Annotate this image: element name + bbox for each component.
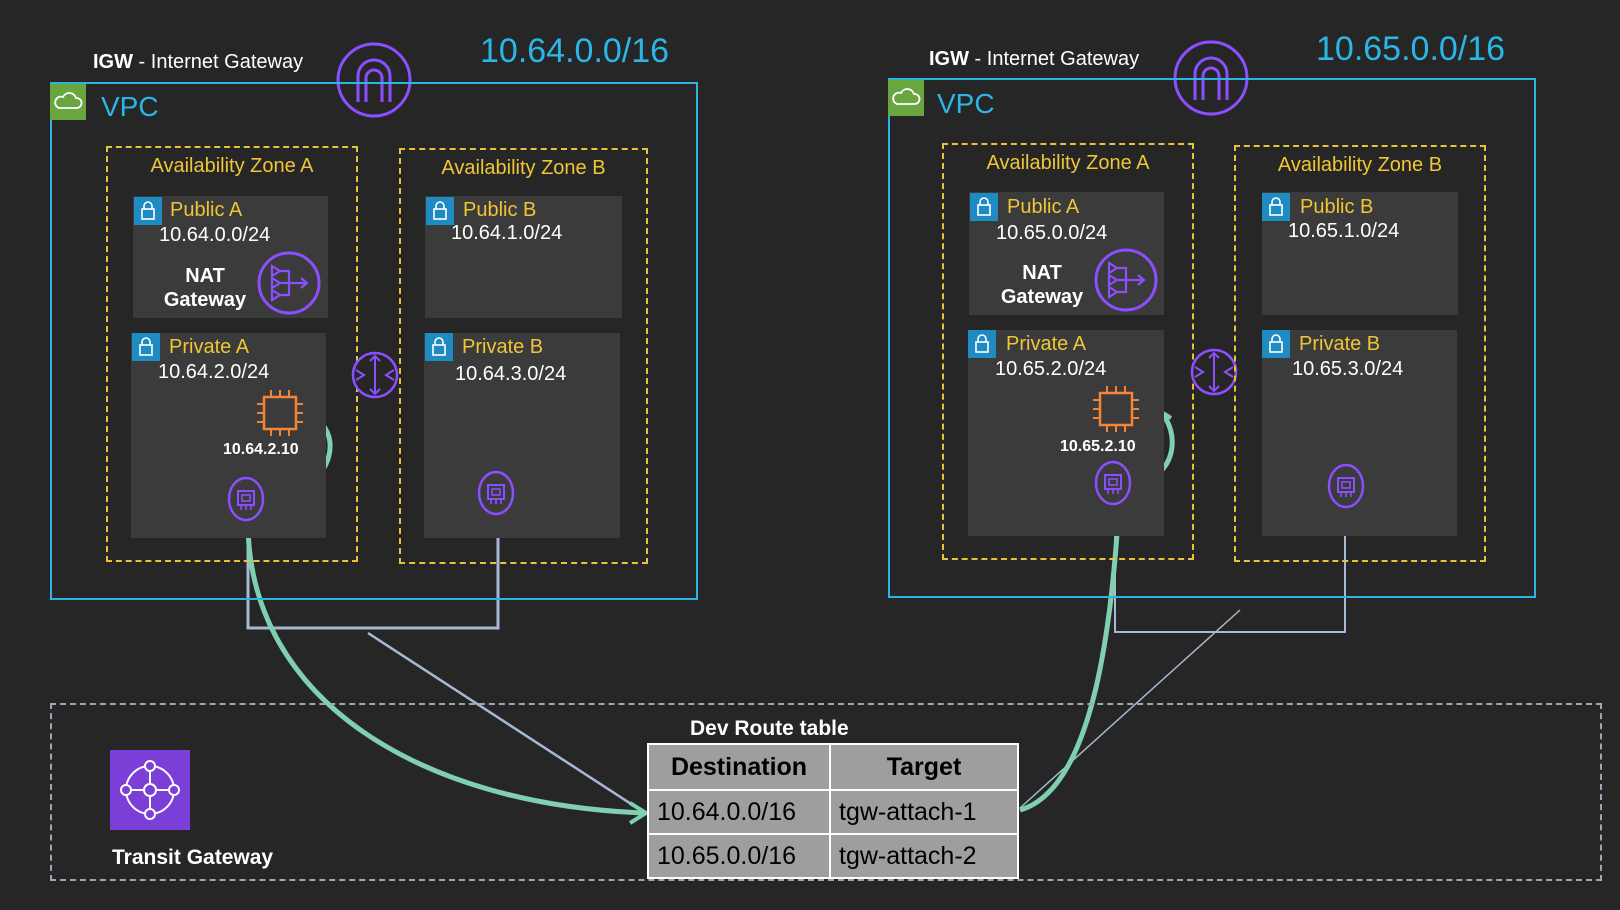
left-eni-a-icon (227, 476, 265, 522)
right-public-a-cidr: 10.65.0.0/24 (996, 222, 1108, 244)
route-table: Destination Target 10.64.0.0/16 tgw-atta… (647, 743, 1019, 879)
lock-icon (132, 333, 160, 361)
route-table-title: Dev Route table (690, 717, 849, 740)
left-vpc-router-icon (350, 350, 400, 400)
flow-table-to-left-eni (245, 524, 646, 816)
left-public-b-subnet (425, 196, 622, 318)
right-public-b-name: Public B (1300, 196, 1374, 218)
right-eni-a-icon (1094, 460, 1132, 506)
left-instance-ip: 10.64.2.10 (223, 441, 299, 458)
right-private-a-cidr: 10.65.2.0/24 (995, 358, 1107, 380)
left-igw-icon (334, 40, 414, 120)
right-nat-gateway-icon (1093, 247, 1159, 313)
right-private-b-cidr: 10.65.3.0/24 (1292, 358, 1404, 380)
right-az-a-box (942, 143, 1194, 560)
route-target-cell: tgw-attach-1 (829, 789, 1019, 835)
table-row: 10.65.0.0/16 tgw-attach-2 (647, 833, 1019, 879)
flow-table-arrowhead (628, 801, 650, 825)
route-table-header-target: Target (829, 743, 1019, 791)
right-public-a-subnet (969, 192, 1164, 315)
lock-icon (1262, 330, 1290, 358)
right-public-b-subnet (1262, 192, 1458, 315)
left-vpc-cidr: 10.64.0.0/16 (480, 32, 670, 70)
left-az-a-box (106, 146, 358, 562)
right-private-a-name: Private A (1006, 333, 1087, 355)
lock-icon (425, 333, 453, 361)
transit-gateway-label: Transit Gateway (112, 846, 274, 869)
left-eni-b-icon (477, 470, 515, 516)
right-private-a-subnet (968, 330, 1164, 536)
right-private-b-subnet (1262, 330, 1457, 536)
lock-icon (968, 330, 996, 358)
right-attachment-to-table-line (1019, 609, 1241, 809)
right-vpc-cidr: 10.65.0.0/16 (1316, 30, 1506, 68)
right-public-b-cidr: 10.65.1.0/24 (1288, 220, 1400, 242)
flow-table-to-right-eni (1019, 519, 1121, 813)
left-vpc-box (50, 82, 698, 600)
right-vpc-box (888, 78, 1536, 598)
transit-gateway-icon (110, 750, 190, 830)
left-vpc-label: VPC (101, 91, 159, 122)
right-public-a-name: Public A (1007, 196, 1080, 218)
route-destination-cell: 10.64.0.0/16 (647, 789, 831, 835)
route-destination-cell: 10.65.0.0/16 (647, 833, 831, 879)
right-vpc-cloud-icon (888, 80, 924, 116)
route-target-cell: tgw-attach-2 (829, 833, 1019, 879)
lock-icon (1262, 193, 1290, 221)
left-ec2-instance-icon (254, 387, 306, 439)
right-vpc-router-icon (1189, 347, 1239, 397)
left-private-b-subnet (424, 333, 620, 538)
lock-icon (134, 197, 162, 225)
left-nat-gateway-icon (256, 250, 322, 316)
transit-gateway-box (50, 703, 1602, 881)
left-az-b-box (399, 148, 648, 564)
left-az-b-label: Availability Zone B (441, 157, 606, 179)
left-private-a-name: Private A (169, 336, 250, 358)
right-private-b-name: Private B (1299, 333, 1381, 355)
route-table-header-row: Destination Target (647, 743, 1019, 791)
left-public-a-subnet (133, 196, 328, 318)
left-public-b-name: Public B (463, 199, 537, 221)
left-vpc-cloud-icon (50, 84, 86, 120)
left-public-b-cidr: 10.64.1.0/24 (451, 222, 563, 244)
right-instance-ip: 10.65.2.10 (1060, 438, 1136, 455)
left-private-b-cidr: 10.64.3.0/24 (455, 363, 567, 385)
right-ec2-instance-icon (1090, 383, 1142, 435)
left-az-a-label: Availability Zone A (150, 155, 314, 177)
right-eni-b-icon (1327, 463, 1365, 509)
left-public-a-cidr: 10.64.0.0/24 (159, 224, 271, 246)
left-igw-label: IGW - Internet Gateway (93, 51, 304, 73)
left-attachment-bracket (246, 518, 500, 630)
left-private-a-cidr: 10.64.2.0/24 (158, 361, 270, 383)
lock-icon (970, 193, 998, 221)
table-row: 10.64.0.0/16 tgw-attach-1 (647, 789, 1019, 835)
route-table-header-destination: Destination (647, 743, 831, 791)
left-nat-label: NAT Gateway (163, 265, 247, 311)
right-az-a-label: Availability Zone A (986, 152, 1150, 174)
right-az-b-box (1234, 145, 1486, 562)
left-private-b-name: Private B (462, 336, 544, 358)
lock-icon (426, 197, 454, 225)
right-nat-label: NAT Gateway (1000, 262, 1084, 308)
right-az-b-label: Availability Zone B (1277, 154, 1443, 176)
left-public-a-name: Public A (170, 199, 243, 221)
right-igw-label: IGW - Internet Gateway (929, 48, 1140, 70)
left-attachment-to-table-line (367, 631, 646, 815)
right-vpc-label: VPC (937, 88, 995, 119)
